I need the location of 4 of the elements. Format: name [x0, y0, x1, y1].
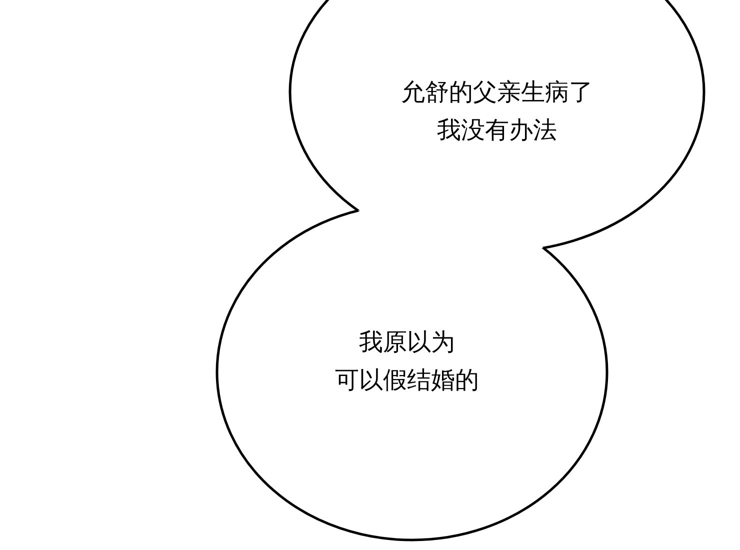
speech-text: 我原以为: [359, 327, 455, 358]
speech-text: 可以假结婚的: [335, 365, 479, 396]
speech-text: 我没有办法: [437, 115, 557, 146]
speech-text: 允舒的父亲生病了: [401, 77, 593, 108]
